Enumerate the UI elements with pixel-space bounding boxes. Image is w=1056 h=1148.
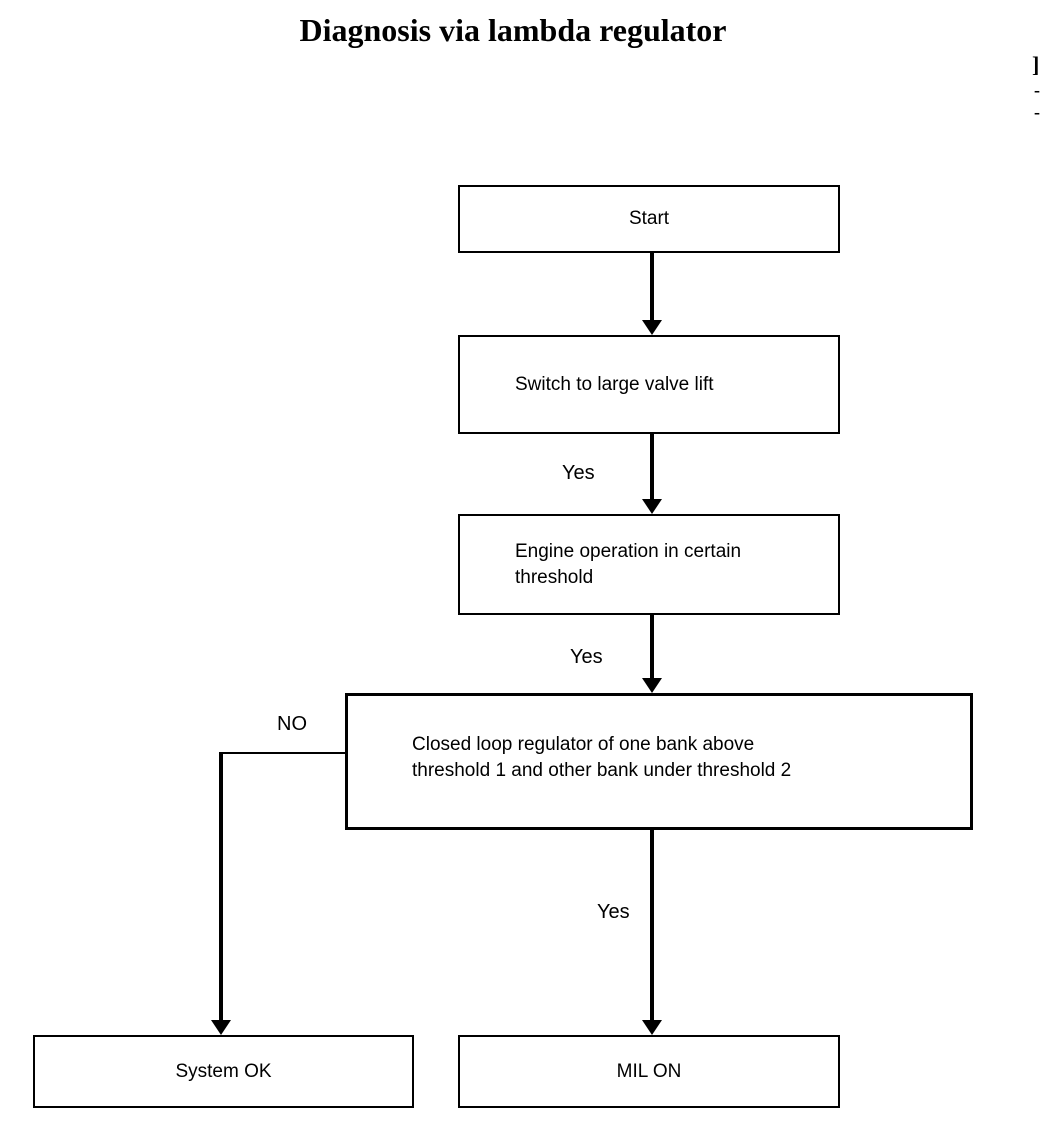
node-closed-loop-line1: Closed loop regulator of one bank above (412, 734, 755, 755)
node-closed-loop-line2: threshold 1 and other bank under thresho… (412, 760, 792, 781)
node-start-label: Start (628, 208, 670, 229)
arrow-start-to-switch-head (642, 320, 662, 335)
clipped-text-fragment: - (1034, 80, 1040, 100)
edge-label-yes: Yes (562, 462, 595, 484)
node-system-ok-label: System OK (175, 1060, 272, 1082)
arrow-engine-to-closed-loop-line (650, 615, 654, 679)
node-engine-operation-label: Engine operation in certain threshold (515, 539, 741, 591)
arrow-closed-loop-to-system-ok-line (219, 752, 223, 1020)
edge-label-no: NO (277, 713, 307, 735)
node-engine-operation: Engine operation in certain threshold (458, 514, 840, 615)
edge-label-yes: Yes (597, 901, 630, 923)
node-mil-on: MIL ON (458, 1035, 840, 1108)
node-engine-operation-line1: Engine operation in certain (515, 540, 742, 562)
arrow-switch-to-engine-head (642, 499, 662, 514)
node-switch-valve-lift: Switch to large valve lift (458, 335, 840, 434)
node-system-ok: System OK (33, 1035, 414, 1108)
arrow-switch-to-engine-line (650, 434, 654, 500)
page-title: Diagnosis via lambda regulator (299, 12, 727, 48)
arrow-closed-loop-to-mil-on-head (642, 1020, 662, 1035)
node-start: Start (458, 185, 840, 253)
node-closed-loop: Closed loop regulator of one bank above … (345, 693, 973, 830)
arrow-closed-loop-to-system-ok-hline (219, 752, 346, 754)
node-mil-on-label: MIL ON (616, 1060, 682, 1082)
arrow-start-to-switch-line (650, 253, 654, 321)
clipped-text-fragment: - (1034, 102, 1040, 122)
arrow-engine-to-closed-loop-head (642, 678, 662, 693)
arrow-closed-loop-to-mil-on-line (650, 830, 654, 1020)
node-engine-operation-line2: threshold (515, 566, 594, 588)
clipped-text-fragment: ] (1032, 52, 1040, 77)
arrow-closed-loop-to-system-ok-head (211, 1020, 231, 1035)
node-switch-valve-lift-label: Switch to large valve lift (515, 373, 714, 395)
edge-label-yes: Yes (570, 646, 603, 668)
